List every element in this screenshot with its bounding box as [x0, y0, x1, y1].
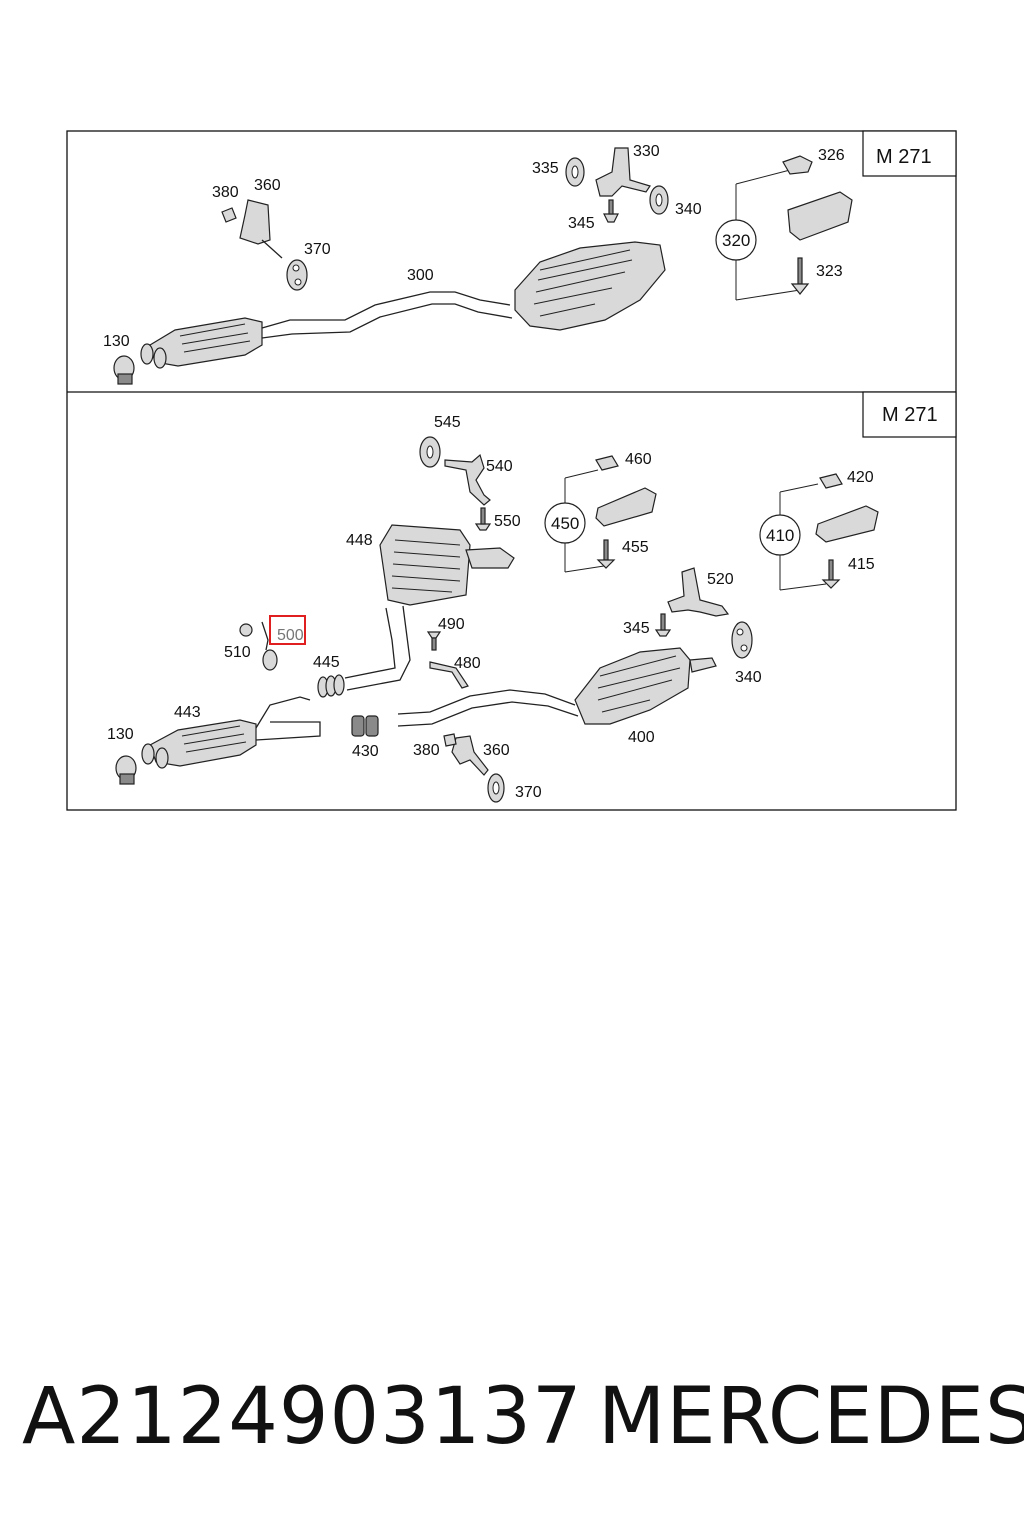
label-455: 455: [622, 539, 649, 556]
intermediate-pipe: [344, 607, 396, 679]
hanger-340-top: [649, 185, 669, 215]
bracket-360-top: [239, 199, 283, 259]
bracket-360-bottom: [451, 735, 489, 776]
diagram-frame: [66, 130, 957, 811]
rear-pipe: [397, 689, 576, 715]
label-448: 448: [346, 532, 373, 549]
hanger-340-bottom: [731, 621, 753, 659]
label-430: 430: [352, 743, 379, 760]
label-326-top: 326: [818, 147, 845, 164]
label-450: 450: [551, 514, 579, 533]
label-340-bottom: 340: [735, 669, 762, 686]
label-545: 545: [434, 414, 461, 431]
label-340-top: 340: [675, 201, 702, 218]
label-130-top: 130: [103, 333, 130, 350]
label-130-bottom: 130: [107, 726, 134, 743]
label-540: 540: [486, 458, 513, 475]
bracket-520: [667, 567, 730, 617]
label-323-top: 323: [816, 263, 843, 280]
label-370-top: 370: [304, 241, 331, 258]
engine-label-top: M 271: [876, 146, 932, 168]
bracket-330-top: [595, 147, 651, 197]
nut-380-bottom: [443, 733, 457, 747]
hanger-545: [419, 436, 441, 468]
label-500: 500: [277, 627, 304, 644]
label-420: 420: [847, 469, 874, 486]
label-320-top: 320: [722, 231, 750, 250]
label-380-bottom: 380: [413, 742, 440, 759]
label-345-bottom: 345: [623, 620, 650, 637]
bolt-345-bottom: [654, 613, 672, 637]
bracket-540: [444, 453, 491, 506]
label-300-top: 300: [407, 267, 434, 284]
label-360-bottom: 360: [483, 742, 510, 759]
engine-box-top: [862, 130, 957, 177]
catalytic-converter-top: [140, 317, 263, 369]
clamp-130-top: [113, 355, 135, 385]
brand-name: MERCEDES: [598, 1372, 1024, 1462]
gasket-430: [351, 715, 379, 737]
label-445: 445: [313, 654, 340, 671]
clamp-130-bottom: [115, 755, 137, 785]
bolt-550: [474, 507, 492, 531]
label-460: 460: [625, 451, 652, 468]
label-520: 520: [707, 571, 734, 588]
highlight-500: [269, 615, 306, 645]
label-400: 400: [628, 729, 655, 746]
rear-muffler-top: [514, 241, 666, 331]
engine-label-bottom: M 271: [882, 404, 938, 426]
label-490: 490: [438, 616, 465, 633]
hanger-370-bottom: [487, 773, 505, 803]
engine-box-bottom: [862, 391, 957, 438]
bottom-panel: M 271: [107, 391, 957, 803]
catalytic-converter-443: [141, 696, 321, 769]
tailpipe-trim-group-450: [544, 455, 657, 573]
hanger-370-top: [286, 259, 308, 291]
label-550: 550: [494, 513, 521, 530]
bolt-345-top: [603, 199, 619, 223]
tailpipe-trim-group-410: [759, 473, 879, 591]
nut-380-top: [221, 207, 237, 223]
bolt-490: [426, 631, 442, 651]
label-380-top: 380: [212, 184, 239, 201]
label-345-top: 345: [568, 215, 595, 232]
bushing-510: [239, 623, 278, 671]
label-510: 510: [224, 644, 251, 661]
tailpipe-trim-group-320: [715, 155, 853, 301]
bracket-480: [429, 661, 469, 689]
label-370-bottom: 370: [515, 784, 542, 801]
label-330-top: 330: [633, 143, 660, 160]
top-panel: M 271: [103, 130, 957, 385]
label-415: 415: [848, 556, 875, 573]
label-443: 443: [174, 704, 201, 721]
front-muffler-448: [379, 524, 515, 606]
pipe-300-top: [261, 291, 511, 329]
clamp-445: [317, 674, 345, 698]
label-480: 480: [454, 655, 481, 672]
bracket-500: [261, 621, 269, 651]
hanger-335-top: [565, 157, 585, 187]
rear-muffler-400: [574, 647, 717, 725]
part-number: A2124903137: [22, 1372, 583, 1462]
label-410: 410: [766, 526, 794, 545]
label-335-top: 335: [532, 160, 559, 177]
label-360-top: 360: [254, 177, 281, 194]
exhaust-parts-diagram: M 271: [66, 130, 957, 811]
